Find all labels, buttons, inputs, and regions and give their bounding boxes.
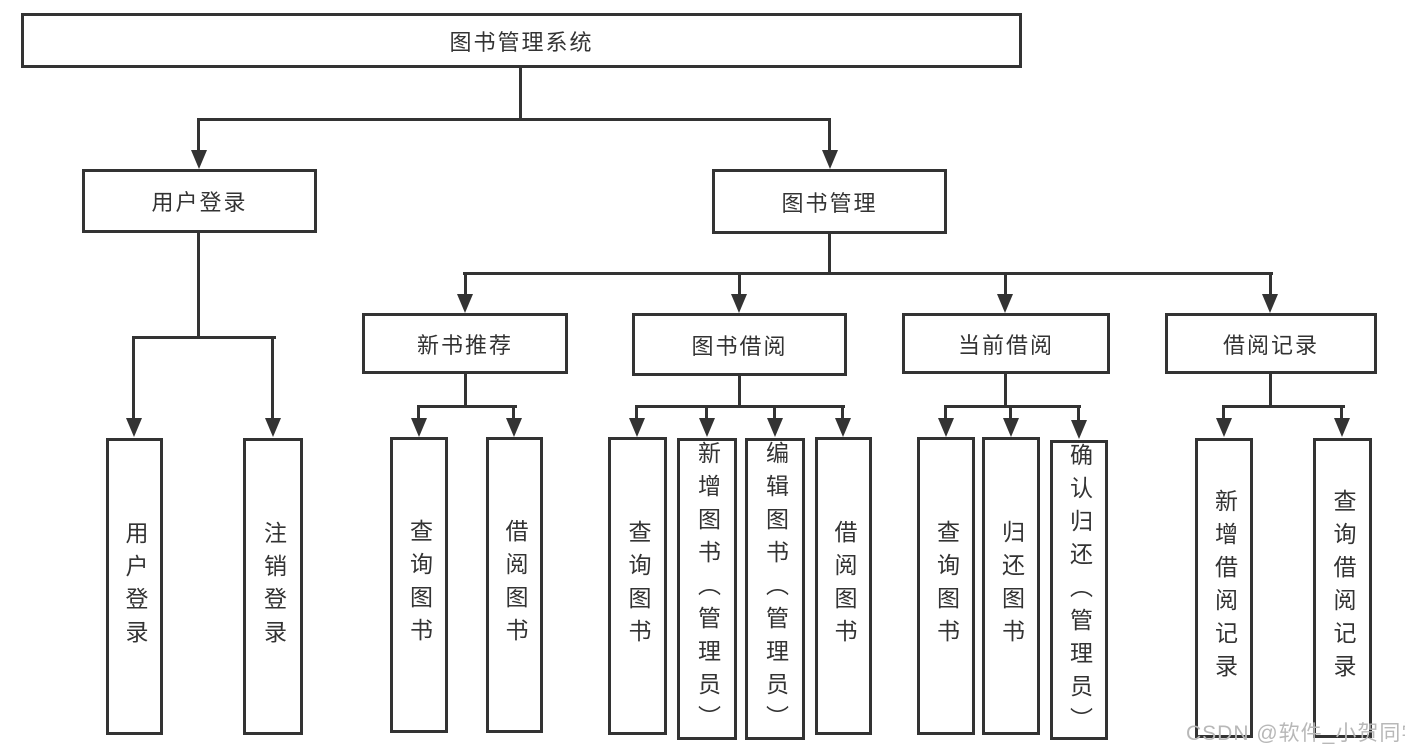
csdn-watermark: CSDN @软件_小贺同学 [1186,722,1405,745]
connector-line [417,405,420,421]
leaf-logout: 注销登录 [243,438,303,735]
arrowhead-down-icon [191,150,207,169]
arrowhead-down-icon [1262,294,1278,313]
connector-line [197,118,831,121]
node-current-borrow: 当前借阅 [902,313,1110,374]
connector-line [132,336,135,418]
node-new-book-rec-label: 新书推荐 [416,332,513,358]
connector-line [463,272,1273,275]
arrowhead-down-icon [1216,418,1232,437]
connector-line [738,272,741,296]
connector-line [738,376,741,408]
connector-line [841,405,844,421]
arrowhead-down-icon [1003,418,1019,437]
leaf-borrow-books: 借阅图书 [815,437,872,735]
leaf-logout-label: 注销登录 [260,520,287,653]
connector-line [197,118,200,154]
leaf-return-books: 归还图书 [982,437,1040,735]
connector-line [1009,405,1012,421]
connector-line [828,234,831,275]
leaf-query-books-borrow-label: 查询图书 [625,520,651,652]
arrowhead-down-icon [731,294,747,313]
connector-line [417,405,517,408]
connector-line [464,374,467,408]
leaf-add-book-admin-label: 新增图书（管理员） [694,441,721,738]
leaf-borrow-books-rec-label: 借阅图书 [502,519,528,651]
arrowhead-down-icon [126,418,142,437]
connector-line [1004,272,1007,296]
leaf-confirm-return-admin: 确认归还（管理员） [1050,440,1108,740]
connector-line [1269,374,1272,408]
connector-line [705,405,708,421]
arrowhead-down-icon [411,418,427,437]
connector-line [828,118,831,154]
arrowhead-down-icon [265,418,281,437]
arrowhead-down-icon [1071,420,1087,439]
node-user-login-label: 用户登录 [151,190,248,215]
node-new-book-rec: 新书推荐 [362,313,568,374]
leaf-add-borrow-record: 新增借阅记录 [1195,438,1253,738]
connector-line [1077,405,1080,421]
leaf-query-books-current: 查询图书 [917,437,975,735]
connector-line [132,336,276,339]
leaf-user-login-label: 用户登录 [122,520,148,653]
leaf-borrow-books-rec: 借阅图书 [486,437,543,733]
connector-line [1340,405,1343,421]
leaf-return-books-label: 归还图书 [998,520,1025,652]
connector-line [1269,272,1272,296]
connector-line [1004,374,1007,408]
leaf-add-book-admin: 新增图书（管理员） [677,438,737,740]
connector-line [944,405,947,421]
arrowhead-down-icon [1334,418,1350,437]
node-root: 图书管理系统 [21,13,1022,68]
node-book-mgmt: 图书管理 [712,169,947,234]
connector-line [1222,405,1345,408]
leaf-query-books-rec: 查询图书 [390,437,448,733]
arrowhead-down-icon [699,418,715,437]
leaf-query-books-rec-label: 查询图书 [406,519,433,651]
node-book-mgmt-label: 图书管理 [781,190,878,216]
leaf-edit-book-admin: 编辑图书（管理员） [745,438,805,740]
arrowhead-down-icon [835,418,851,437]
node-user-login: 用户登录 [82,169,317,233]
arrowhead-down-icon [822,150,838,169]
leaf-query-borrow-record: 查询借阅记录 [1313,438,1372,738]
node-book-borrow: 图书借阅 [632,313,847,376]
connector-line [197,233,200,339]
leaf-borrow-books-label: 借阅图书 [831,520,857,652]
node-borrow-records-label: 借阅记录 [1222,332,1319,358]
node-current-borrow-label: 当前借阅 [957,332,1054,358]
connector-line [944,405,1081,408]
leaf-query-books-borrow: 查询图书 [608,437,667,735]
arrowhead-down-icon [938,418,954,437]
arrowhead-down-icon [997,294,1013,313]
leaf-add-borrow-record-label: 新增借阅记录 [1211,489,1238,687]
connector-line [635,405,638,421]
node-root-label: 图书管理系统 [449,29,594,55]
arrowhead-down-icon [506,418,522,437]
leaf-query-books-current-label: 查询图书 [933,520,960,652]
leaf-user-login: 用户登录 [106,438,163,735]
connector-line [271,336,274,418]
connector-line [519,68,522,121]
leaf-edit-book-admin-label: 编辑图书（管理员） [762,441,789,738]
node-borrow-records: 借阅记录 [1165,313,1377,374]
connector-line [635,405,845,408]
node-book-borrow-label: 图书借阅 [691,333,788,359]
connector-line [773,405,776,421]
arrowhead-down-icon [457,294,473,313]
leaf-query-borrow-record-label: 查询借阅记录 [1330,489,1356,687]
connector-line [1222,405,1225,421]
arrowhead-down-icon [629,418,645,437]
arrowhead-down-icon [767,418,783,437]
connector-line [464,272,467,296]
leaf-confirm-return-admin-label: 确认归还（管理员） [1066,443,1093,740]
connector-line [512,405,515,421]
